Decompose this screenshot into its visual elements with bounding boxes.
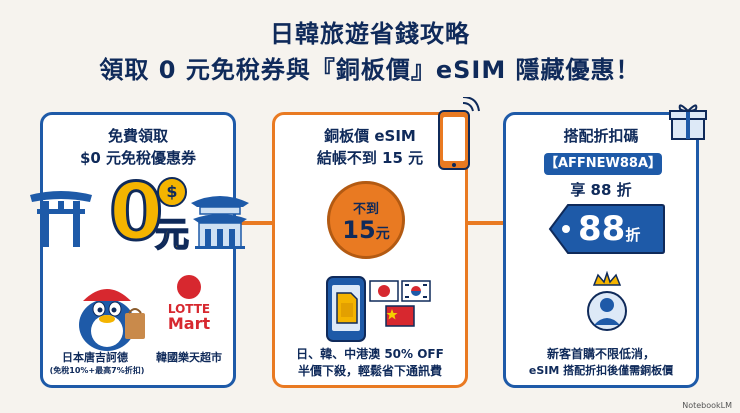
torii-gate-icon bbox=[30, 191, 92, 247]
connector-left bbox=[236, 221, 272, 225]
discount-code-badge[interactable]: 【AFFNEW88A】 bbox=[544, 153, 662, 175]
card3-heading3: 享 88 折 bbox=[570, 181, 632, 199]
coin-top-text: 不到 bbox=[352, 202, 379, 217]
card2-heading1: 銅板價 eSIM bbox=[324, 127, 416, 145]
lotte-logo-text: LOTTE bbox=[167, 302, 211, 316]
korean-palace-icon bbox=[191, 196, 249, 249]
yuan-unit: 元 bbox=[154, 214, 190, 256]
discount-price-tag: 88折 bbox=[548, 203, 666, 255]
main-title-line2: 領取 0 元免稅券與『銅板價』eSIM 隱藏優惠！ bbox=[99, 56, 641, 84]
card3-heading1: 搭配折扣碼 bbox=[563, 127, 639, 145]
tag-unit: 折 bbox=[625, 226, 641, 244]
mart-logo-text: Mart bbox=[167, 314, 211, 333]
connector-right bbox=[468, 221, 503, 225]
price-tag-icon bbox=[548, 204, 665, 254]
korea-flag-icon bbox=[401, 280, 431, 302]
card-discount-code: 搭配折扣碼 【AFFNEW88A】 享 88 折 88折 新客首購不限低消， e… bbox=[503, 104, 707, 388]
card3-footer1: 新客首購不限低消， bbox=[546, 347, 655, 361]
coin-unit-text: 元 bbox=[375, 226, 390, 242]
card1-heading2: $0 元免稅優惠券 bbox=[79, 149, 197, 167]
smartphone-icon bbox=[438, 97, 480, 170]
main-title-line1: 日韓旅遊省錢攻略 bbox=[270, 20, 470, 48]
zero-yuan-badge: 0 $ 元 bbox=[107, 170, 193, 259]
card1-heading1: 免費領取 bbox=[107, 127, 168, 145]
tag-number: 88 bbox=[578, 209, 626, 249]
gift-box-icon bbox=[669, 104, 707, 140]
notebooklm-watermark: NotebookLM bbox=[682, 401, 732, 410]
store2-name: 韓國樂天超市 bbox=[156, 351, 222, 364]
store1-note: (免稅10%+最高7%折扣) bbox=[49, 366, 145, 375]
lotte-mart-logo: LOTTE Mart bbox=[153, 275, 225, 339]
card-tax-free-coupon: 免費領取 $0 元免稅優惠券 0 $ 元 LOTTE bbox=[30, 112, 249, 388]
coin-number: 15元 bbox=[330, 216, 402, 244]
sim-phone-icon bbox=[326, 276, 366, 342]
card3-footer2: eSIM 搭配折扣後僅需銅板價 bbox=[528, 364, 674, 377]
coin-dollar-icon: $ bbox=[157, 177, 187, 207]
china-flag-icon bbox=[385, 305, 415, 327]
card2-footer2: 半價下殺，輕鬆省下通訊費 bbox=[297, 364, 442, 378]
price-coin: 不到 15元 bbox=[327, 181, 405, 259]
card2-heading2: 結帳不到 15 元 bbox=[316, 149, 424, 167]
card2-footer1: 日、韓、中港澳 50% OFF bbox=[296, 347, 444, 361]
vip-user-icon bbox=[587, 271, 627, 331]
store1-name: 日本唐吉訶德 bbox=[62, 351, 128, 364]
japan-flag-icon bbox=[369, 280, 399, 302]
zero-digit: 0 bbox=[107, 168, 164, 258]
donki-mascot-icon bbox=[79, 289, 145, 351]
card-esim-deal: 銅板價 eSIM 結帳不到 15 元 不到 15元 日、韓、中港澳 5 bbox=[272, 97, 480, 388]
coin-num-text: 15 bbox=[342, 216, 376, 244]
tag-text: 88折 bbox=[578, 203, 664, 255]
lotte-circle-icon bbox=[177, 275, 201, 299]
